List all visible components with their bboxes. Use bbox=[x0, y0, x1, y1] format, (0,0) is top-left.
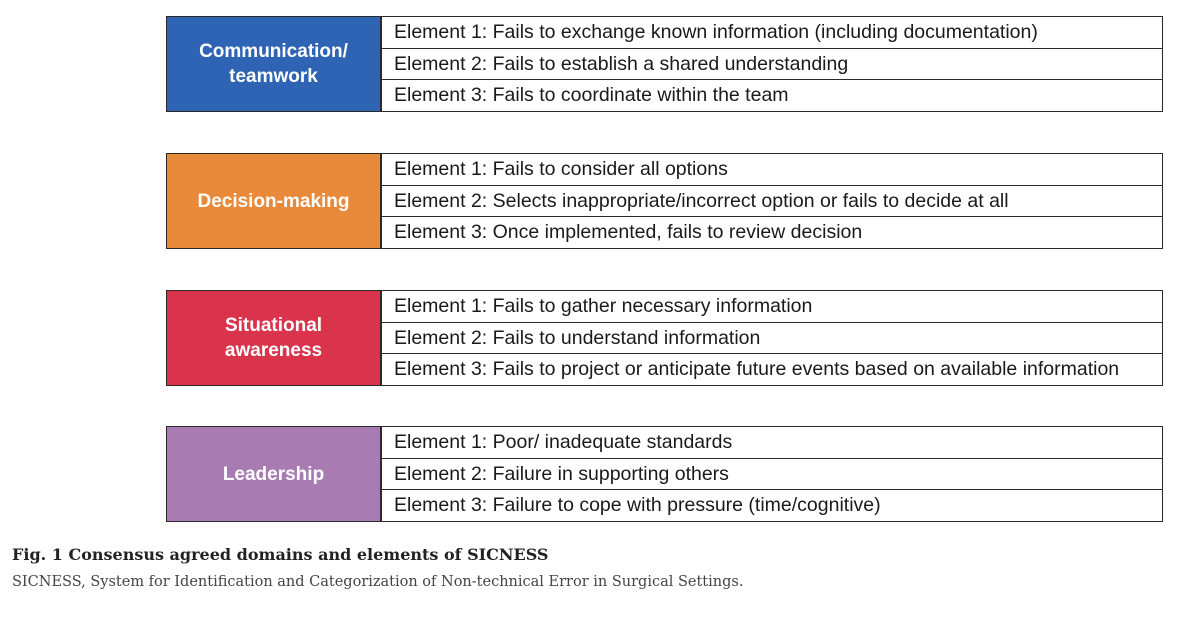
figure-caption: Fig. 1 Consensus agreed domains and elem… bbox=[12, 545, 743, 590]
element-row: Element 1: Fails to consider all options bbox=[381, 154, 1162, 185]
element-row: Element 2: Failure in supporting others bbox=[381, 457, 1162, 490]
element-row: Element 3: Fails to coordinate within th… bbox=[381, 79, 1162, 112]
domain-label-communication: Communication/ teamwork bbox=[166, 16, 381, 112]
domain-block-communication: Communication/ teamwork Element 1: Fails… bbox=[166, 16, 1163, 112]
element-row: Element 2: Selects inappropriate/incorre… bbox=[381, 184, 1162, 217]
caption-title: Fig. 1 Consensus agreed domains and elem… bbox=[12, 545, 549, 564]
element-row: Element 2: Fails to understand informati… bbox=[381, 321, 1162, 354]
domain-label-decision-making: Decision-making bbox=[166, 153, 381, 249]
domain-block-leadership: Leadership Element 1: Poor/ inadequate s… bbox=[166, 426, 1163, 522]
element-row: Element 1: Poor/ inadequate standards bbox=[381, 427, 1162, 458]
domain-label-leadership: Leadership bbox=[166, 426, 381, 522]
caption-text: SICNESS, System for Identification and C… bbox=[12, 574, 744, 590]
domain-label-situational-awareness: Situational awareness bbox=[166, 290, 381, 386]
element-list: Element 1: Fails to gather necessary inf… bbox=[381, 290, 1163, 386]
element-row: Element 1: Fails to exchange known infor… bbox=[381, 17, 1162, 48]
domain-block-decision-making: Decision-making Element 1: Fails to cons… bbox=[166, 153, 1163, 249]
element-row: Element 3: Once implemented, fails to re… bbox=[381, 216, 1162, 249]
element-row: Element 3: Failure to cope with pressure… bbox=[381, 489, 1162, 522]
element-list: Element 1: Poor/ inadequate standards El… bbox=[381, 426, 1163, 522]
element-row: Element 2: Fails to establish a shared u… bbox=[381, 47, 1162, 80]
element-list: Element 1: Fails to consider all options… bbox=[381, 153, 1163, 249]
element-list: Element 1: Fails to exchange known infor… bbox=[381, 16, 1163, 112]
element-row: Element 3: Fails to project or anticipat… bbox=[381, 353, 1162, 386]
element-row: Element 1: Fails to gather necessary inf… bbox=[381, 291, 1162, 322]
domain-block-situational-awareness: Situational awareness Element 1: Fails t… bbox=[166, 290, 1163, 386]
